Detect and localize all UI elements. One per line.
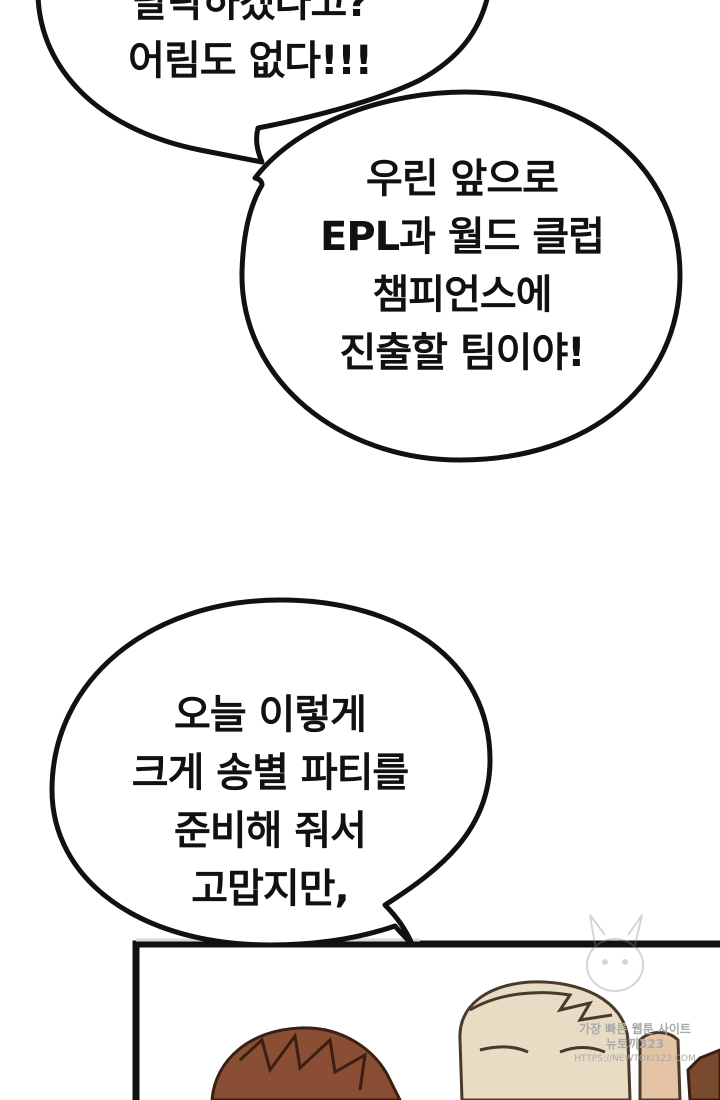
- character-center-head: [458, 980, 682, 1100]
- speech-line: 오늘 이렇게: [174, 692, 367, 738]
- watermark-line-1: 가장 빠른 웹툰 사이트: [579, 1022, 691, 1036]
- speech-line: 어림도 없다!!!: [128, 38, 373, 84]
- speech-line: 진출할 팀이야!: [339, 330, 586, 376]
- speech-line: 크게 송별 파티를: [131, 750, 409, 796]
- speech-bubble-3: [49, 597, 493, 948]
- site-watermark: 가장 빠른 웹툰 사이트 뉴토끼323 HTTPS://NEWTOKI323.C…: [550, 1022, 720, 1067]
- speech-line: 탈락하겠다고?: [131, 0, 369, 26]
- speech-line: 고맙지만,: [191, 866, 349, 912]
- panel-frame: [132, 940, 720, 1100]
- watermark-url: HTTPS://NEWTOKI323.COM: [574, 1054, 696, 1064]
- character-right-hair: [686, 1048, 720, 1100]
- speech-line: 준비해 줘서: [174, 808, 367, 854]
- speech-text-2: 우린 앞으로 EPL과 월드 클럽 챔피언스에 진출할 팀이야!: [262, 150, 662, 382]
- speech-bubble-1: [35, 0, 490, 165]
- speech-line: 챔피언스에: [372, 272, 553, 318]
- speech-bubble-2: [239, 89, 683, 463]
- speech-line: 우린 앞으로: [366, 156, 559, 202]
- watermark-mascot: [586, 914, 644, 992]
- speech-line: EPL과 월드 클럽: [320, 214, 605, 260]
- watermark-line-2: 뉴토끼323: [605, 1037, 665, 1051]
- speech-text-1: 탈락하겠다고? 어림도 없다!!!: [60, 0, 440, 90]
- character-left-hair: [210, 1026, 402, 1100]
- speech-text-3: 오늘 이렇게 크게 송별 파티를 준비해 줘서 고맙지만,: [70, 686, 470, 918]
